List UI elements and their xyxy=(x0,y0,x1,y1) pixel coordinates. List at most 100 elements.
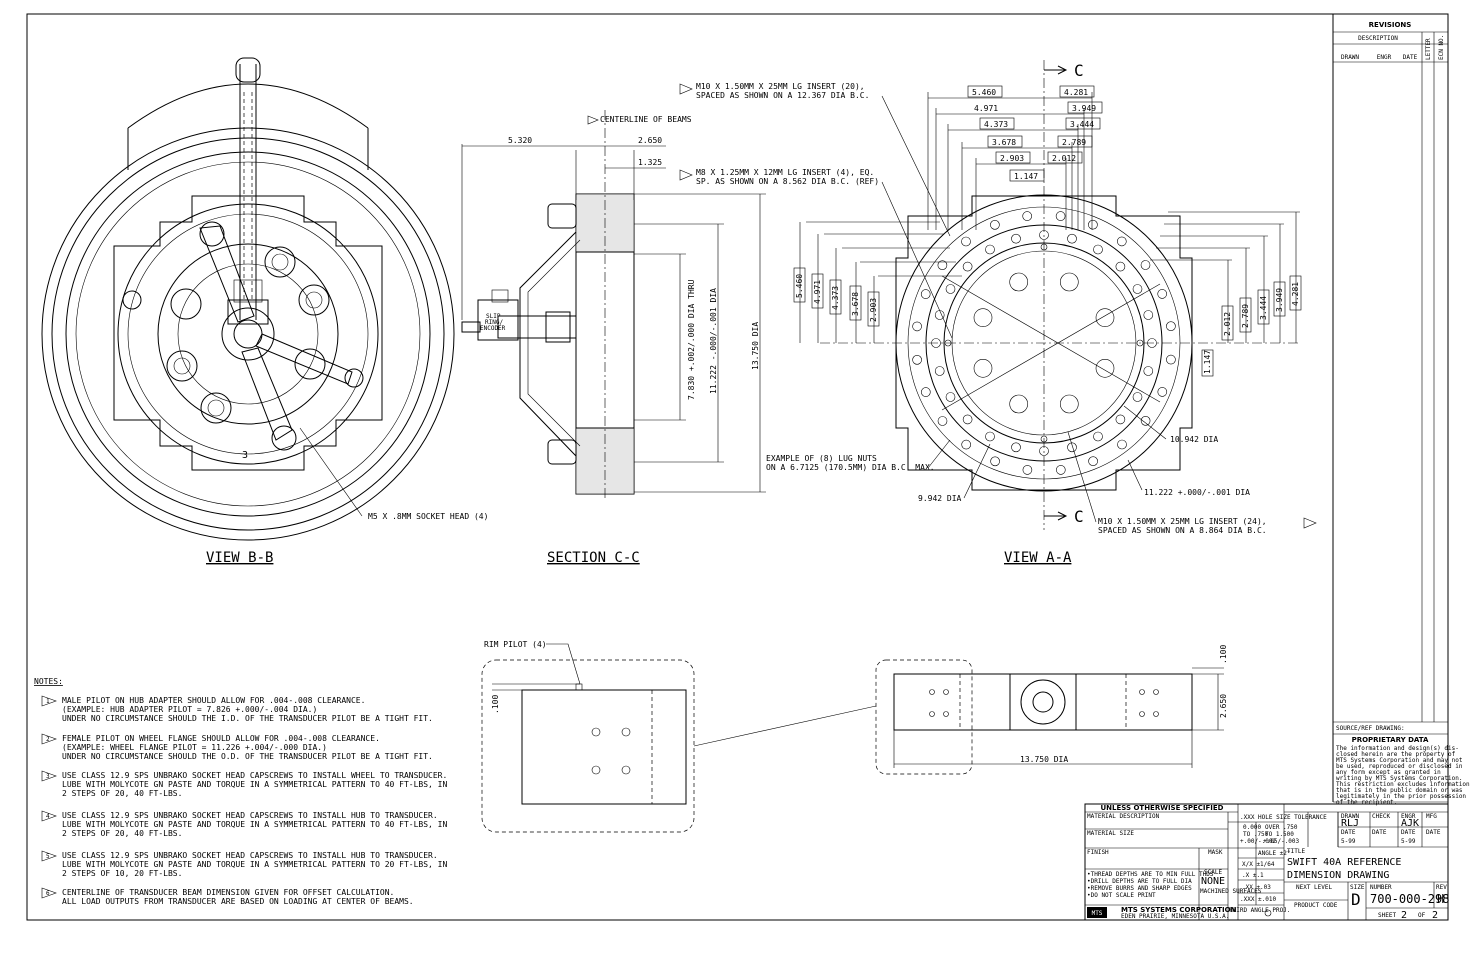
bb-number-label: 3 xyxy=(242,450,248,461)
inner-bolt-hole xyxy=(1093,244,1103,255)
proprietary-line-6: This restriction excludes information xyxy=(1336,781,1470,788)
outer-bolt-hole xyxy=(920,289,931,299)
tb-hole-tol: .XXX HOLE SIZE TOLERANCE xyxy=(1240,814,1327,821)
tb-scale-val: NONE xyxy=(1201,876,1225,887)
note-5-line-1: LUBE WITH MOLYCOTE GN PASTE AND TORQUE I… xyxy=(62,860,447,869)
outer-bolt-hole xyxy=(937,260,948,271)
tb-tol2b: TO 1.500 xyxy=(1265,831,1294,838)
tb-company: MTS SYSTEMS CORPORATION xyxy=(1121,906,1237,914)
top-dim-7: 2.789 xyxy=(1062,138,1086,147)
tb-drawn: RLJ xyxy=(1341,818,1359,829)
pilot-hole xyxy=(944,339,952,347)
side-view-detail: 2.650 .100 13.750 DIA xyxy=(875,645,1228,775)
note-2-num: 2 xyxy=(46,736,50,743)
tb-machined: MACHINED SURFACES xyxy=(1200,888,1262,895)
tb-date-label-1: DATE xyxy=(1341,829,1356,836)
tb-product-code: PRODUCT CODE xyxy=(1294,902,1338,909)
top-dim-10: 1.147 xyxy=(1014,172,1038,181)
tb-logo: MTS xyxy=(1092,910,1103,917)
insert24-line2: SPACED AS SHOWN ON A 8.864 DIA B.C. xyxy=(1098,526,1267,535)
note-4-num: 4 xyxy=(46,813,50,820)
note4-marker-icon xyxy=(1303,517,1317,529)
revisions-date: DATE xyxy=(1403,54,1418,61)
inner-bolt-hole xyxy=(1067,233,1077,244)
note-6-line-1: ALL LOAD OUTPUTS FROM TRANSDUCER ARE BAS… xyxy=(62,897,414,906)
inner-bolt-hole xyxy=(985,244,995,255)
proprietary-line-3: be used, reproduced or disclosed in xyxy=(1336,763,1463,770)
dim-11222-a: 11.222 +.000/-.001 DIA xyxy=(1144,488,1250,497)
slip-ring-3: ENCODER xyxy=(480,325,506,332)
slip-ring-1: SLIP xyxy=(486,313,501,320)
note-5-num: 5 xyxy=(46,853,50,860)
insert20-line2: SPACED AS SHOWN ON A 12.367 DIA B.C. xyxy=(696,91,869,100)
outer-bolt-hole xyxy=(937,416,948,426)
revisions-ecn: ECN NO. xyxy=(1438,35,1445,60)
note-4-line-0: USE CLASS 12.9 SPS UNBRAKO SOCKET HEAD C… xyxy=(62,811,438,820)
outer-bolt-hole xyxy=(1117,236,1127,247)
view-bb-drawing: 3 M5 X .8MM SOCKET HEAD (4) xyxy=(41,57,488,541)
tb-scale-note: •DO NOT SCALE PRINT xyxy=(1087,892,1156,899)
proprietary-line-8: legitimately in the prior possession xyxy=(1336,793,1466,800)
title-block: UNLESS OTHERWISE SPECIFIED MATERIAL DESC… xyxy=(1084,803,1449,921)
view-aa-holes xyxy=(912,211,1176,475)
outer-bolt-hole xyxy=(1056,465,1066,475)
right-dim-1: 2.789 xyxy=(1241,304,1250,328)
tb-company-loc: EDEN PRAIRIE, MINNESOTA U.S.A. xyxy=(1121,913,1229,920)
outer-bolt-hole xyxy=(912,354,922,365)
outer-bolt-hole xyxy=(990,220,1000,230)
outer-bolt-hole xyxy=(1166,354,1176,365)
outer-bolt-hole xyxy=(1157,289,1167,299)
top-dim-6: 3.678 xyxy=(992,138,1016,147)
note5-marker-icon xyxy=(679,169,693,181)
dim-7830: 7.830 +.002/.000 DIA THRU xyxy=(687,279,696,400)
proprietary-line-4: any form except as granted in xyxy=(1336,769,1441,776)
note-1-line-1: (EXAMPLE: HUB ADAPTER PILOT = 7.826 +.00… xyxy=(62,705,317,714)
tb-date3: 5-99 xyxy=(1401,838,1416,845)
lug-line1: EXAMPLE OF (8) LUG NUTS xyxy=(766,454,877,463)
inner-bolt-hole xyxy=(945,284,956,294)
outer-bolt-hole xyxy=(1166,321,1176,332)
note-2-line-1: (EXAMPLE: WHEEL FLANGE PILOT = 11.226 +.… xyxy=(62,743,327,752)
note-2-line-2: UNDER NO CIRCUMSTANCE SHOULD THE O.D. OF… xyxy=(62,752,433,761)
tb-sheet-label: SHEET xyxy=(1378,912,1396,919)
centerline-beams: CENTERLINE OF BEAMS xyxy=(600,115,692,124)
note-3-num: 3 xyxy=(46,773,50,780)
section-c-top: C xyxy=(1074,61,1084,80)
inner-bolt-hole xyxy=(1147,338,1157,348)
right-dim-5: 1.147 xyxy=(1203,350,1212,374)
inner-bolt-hole xyxy=(931,338,941,348)
note-2-marker-icon xyxy=(41,733,57,745)
rim-pilot-detail: .100 RIM PILOT (4) xyxy=(481,640,877,833)
tb-unless: UNLESS OTHERWISE SPECIFIED xyxy=(1100,804,1223,812)
view-aa-top-dims: 5.460 4.281 4.971 3.949 4.373 3.444 3.67… xyxy=(927,85,1103,230)
notes-section: NOTES: 1 MALE PILOT ON HUB ADAPTER SHOUL… xyxy=(34,677,447,906)
proprietary-line-5: writing by MTS Systems Corporation. xyxy=(1336,775,1462,782)
inner-bolt-hole xyxy=(1143,366,1154,376)
tb-dx: .X ±.1 xyxy=(1242,872,1264,879)
left-dim-4: 2.903 xyxy=(869,298,878,322)
tb-date-label-4: DATE xyxy=(1426,829,1441,836)
pilot-hole xyxy=(1040,243,1048,251)
note-6-marker-icon xyxy=(41,887,57,899)
outer-bolt-hole xyxy=(961,236,971,247)
insert24-line1: M10 X 1.50MM X 25MM LG INSERT (24), xyxy=(1098,517,1267,526)
tb-size: D xyxy=(1351,890,1361,909)
left-dim-3: 3.678 xyxy=(851,292,860,316)
tb-burr-note: •REMOVE BURRS AND SHARP EDGES xyxy=(1087,885,1192,892)
tb-rev-label: REV xyxy=(1436,884,1447,891)
tb-mfg-label: MFG xyxy=(1426,813,1437,820)
inner-bolt-hole xyxy=(962,261,973,272)
tb-tol2c: +.05/-.003 xyxy=(1263,838,1300,845)
inner-bolt-hole xyxy=(1132,392,1143,402)
dim-13750: 13.750 DIA xyxy=(751,322,760,370)
outer-bolt-hole xyxy=(1022,211,1032,221)
top-dim-4: 4.373 xyxy=(984,120,1008,129)
tb-thread-note: •THREAD DEPTHS ARE TO MIN FULL THDS xyxy=(1087,871,1214,878)
view-aa-callouts: M10 X 1.50MM X 25MM LG INSERT (20), SPAC… xyxy=(679,82,1317,535)
right-dim-3: 3.949 xyxy=(1275,288,1284,312)
note-4-line-1: LUBE WITH MOLYCOTE GN PASTE AND TORQUE I… xyxy=(62,820,447,829)
top-dim-9: 2.012 xyxy=(1052,154,1076,163)
inner-bolt-hole xyxy=(1132,284,1143,294)
section-cc-drawing: SLIP RING/ ENCODER 5.320 2.650 1.325 CEN… xyxy=(461,110,766,500)
